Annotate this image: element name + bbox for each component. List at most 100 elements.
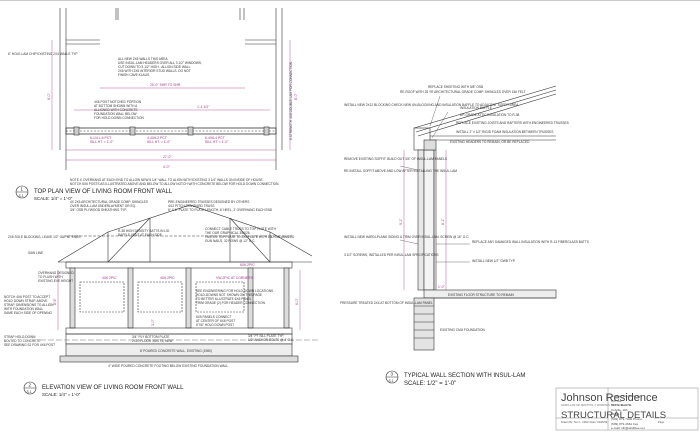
- svg-text:INSTALL 2" x 1/2" RIGID FOAM I: INSTALL 2" x 1/2" RIGID FOAM INSULATION …: [456, 130, 553, 134]
- section-dim-h3: 1'-0": [438, 285, 446, 289]
- svg-text:2X10 FLOOR JOISTS, NEW: 2X10 FLOOR JOISTS, NEW: [132, 339, 173, 343]
- sheet-title: STRUCTURAL DETAILS: [561, 410, 667, 421]
- plan-dim-d6: 8'-0": [294, 92, 298, 100]
- project-name: Johnson Residence: [561, 392, 658, 404]
- svg-text:SILL HT. = 1'-0": SILL HT. = 1'-0": [205, 140, 229, 144]
- svg-text:2X6 WITH 2X6 INTERIOR STUD WAL: 2X6 WITH 2X6 INTERIOR STUD WALLS. DO NOT: [118, 69, 191, 73]
- elev-dim-v3: 3'-0": [151, 318, 155, 326]
- svg-text:6"X6" HOLD DOWN POST: 6"X6" HOLD DOWN POST: [196, 323, 234, 327]
- svg-text:TRIM GRADE (2) FOR HEADER CONN: TRIM GRADE (2) FOR HEADER CONNECTION: [196, 301, 266, 305]
- plan-dim-d2: 1'-1 1/2": [197, 105, 210, 109]
- svg-text:FOR HOLD DOWN CONNECTION: FOR HOLD DOWN CONNECTION: [94, 116, 144, 120]
- svg-text:SEE DRAWING S2 FOR 4X6 POST: SEE DRAWING S2 FOR 4X6 POST: [4, 343, 55, 347]
- contractor-address: Another fine home by: CIH Inc. 537 S. Ma…: [611, 394, 645, 431]
- section-dim-h2: 8'-1": [441, 217, 445, 225]
- svg-text:4/12 PITCH STANDARD TRUSS: 4/12 PITCH STANDARD TRUSS: [168, 204, 214, 208]
- svg-text:SILL HT. = 1'-0": SILL HT. = 1'-0": [147, 140, 171, 144]
- elev-note-batt: R-38 HIGH DENSITY BATTS IN LID BAFFLE VE…: [118, 229, 170, 237]
- plan-note-post: 4X6 POST NOTCHED PORTION AT BOTTOM SHOWN…: [94, 100, 144, 120]
- svg-text:4X6 POST NOTCHED PORTION: 4X6 POST NOTCHED PORTION: [94, 100, 142, 104]
- elev-dim-v2: 6'-0": [295, 297, 299, 305]
- svg-text:REPLACE SHEETING WITH 5/8" OSB: REPLACE SHEETING WITH 5/8" OSB: [428, 85, 483, 89]
- drawn-by: Drawn By: Tom L. Clifton Date: 04/06/09: [561, 421, 608, 424]
- svg-text:NOTCH 6X6 POSTS AS ILLUSTRATED: NOTCH 6X6 POSTS AS ILLUSTRATED ABOVE AND…: [70, 182, 279, 186]
- section-dim-h1: 9'-1": [399, 217, 403, 225]
- elev-note-notch: NOTCH 4X6 POST TO ACCEPT HOLD DOWN STRAP…: [4, 295, 54, 315]
- svg-text:AT BOTTOM SHOWN WITH A: AT BOTTOM SHOWN WITH A: [94, 104, 138, 108]
- svg-text:EXISTING EVE HEIGHT: EXISTING EVE HEIGHT: [38, 279, 73, 283]
- elev-note-deco: PRE-ENGINEERED TRUSSES DESIGNED BY OTHER…: [168, 200, 273, 212]
- svg-text:1/2" ANCHOR BOLTS @ 4' O.C.: 1/2" ANCHOR BOLTS @ 4' O.C.: [248, 338, 294, 342]
- svg-text:STRAP HOLD-DOWN: STRAP HOLD-DOWN: [4, 335, 36, 339]
- plan-dim-d5: 4'-0": [163, 165, 171, 169]
- svg-text:FOUNDATION WALL BELOW: FOUNDATION WALL BELOW: [94, 112, 137, 116]
- section-scale: SCALE: 1/2" = 1'-0": [404, 381, 456, 387]
- svg-text:REMOVE EXISTING SOFFIT. BUILD: REMOVE EXISTING SOFFIT. BUILD OUT 3/4" O…: [344, 157, 447, 161]
- detail-bubble-3: 3 S-1: [385, 370, 399, 384]
- svg-text:S-1: S-1: [19, 194, 24, 198]
- svg-text:SAME EACH SIDE OF OPENING: SAME EACH SIDE OF OPENING: [4, 311, 53, 315]
- plan-dim-d1: 20'-0" SHR TO SHR: [150, 83, 181, 87]
- plan-note-walls: ALL NEW 2X6 WALLS THIS AREA. USE INSUL-L…: [118, 57, 202, 77]
- elevation-title: ELEVATION VIEW OF LIVING ROOM FRONT WALL: [42, 385, 184, 391]
- svg-text:NOTE 4' OVERHANG AT EACH END T: NOTE 4' OVERHANG AT EACH END TO ALLOW NE…: [70, 178, 264, 182]
- svg-text:THE OUR GRAPHICAL 3/8X26.: THE OUR GRAPHICAL 3/8X26.: [205, 231, 251, 235]
- elev-note-pane: 6X5 PANELS CONNECT AT CENTER OF 6X6 POST…: [196, 315, 235, 327]
- top-plan: [51, 8, 291, 170]
- elevation-view: [40, 204, 318, 363]
- svg-text:1: 1: [21, 187, 24, 192]
- svg-text:WITH FOUNDATION WALL: WITH FOUNDATION WALL: [4, 307, 44, 311]
- top-plan-scale: SCALE: 1/4" = 1'-0": [34, 196, 73, 201]
- svg-text:6-1/4 L-6 PCT: 6-1/4 L-6 PCT: [90, 136, 111, 140]
- elevation-scale: SCALE: 1/4" = 1'-0": [42, 392, 81, 397]
- svg-text:R-38 HIGH DENSITY BATTS IN LID: R-38 HIGH DENSITY BATTS IN LID: [118, 229, 170, 233]
- svg-text:STRAP, DIMENSIONS TO ALLIGN: STRAP, DIMENSIONS TO ALLIGN: [4, 303, 54, 307]
- elev-note-top: 4X 2X6 ARCHITECTURAL GRADE COMP. SHINGLE…: [70, 200, 148, 212]
- plan-note-right: 6 STRENGTH 4X8 DOUBLE LAM FOR CONNECTION: [289, 61, 293, 140]
- svg-text:ALLIGNED WITH CONCRETE: ALLIGNED WITH CONCRETE: [94, 108, 138, 112]
- svg-text:NOTCH 4X6 POST TO ACCEPT: NOTCH 4X6 POST TO ACCEPT: [4, 295, 50, 299]
- svg-text:EXISTING FLOOR STRUCTURE TO RE: EXISTING FLOOR STRUCTURE TO REMAIN: [448, 293, 514, 297]
- svg-text:TO FLUSH WITH: TO FLUSH WITH: [38, 275, 63, 279]
- svg-text:OVERHANG DESIGNED: OVERHANG DESIGNED: [38, 271, 74, 275]
- svg-text:TO BETTER ILLUSTRATE 6X6 PANEL: TO BETTER ILLUSTRATE 6X6 PANEL: [196, 297, 252, 301]
- svg-text:PRE-ENGINEERED TRUSSES DESIGNE: PRE-ENGINEERED TRUSSES DESIGNED BY OTHER…: [168, 200, 249, 204]
- elev-note-sill: 3/4" PT SILL PLATE TYP. 1/2" ANCHOR BOLT…: [248, 334, 294, 342]
- svg-text:4X 2X6 ARCHITECTURAL GRADE COM: 4X 2X6 ARCHITECTURAL GRADE COMP. SHINGLE…: [70, 200, 148, 204]
- svg-text:BOLTED TO CONCRETE: BOLTED TO CONCRETE: [4, 339, 40, 343]
- svg-text:4-4X6-2 PCT: 4-4X6-2 PCT: [147, 136, 167, 140]
- plan-note-bottom: NOTE 4' OVERHANG AT EACH END TO ALLOW NE…: [70, 178, 279, 186]
- plan-spans: 6-1/4 L-6 PCT SILL HT. = 1'-0" 4-4X6-2 P…: [90, 136, 229, 144]
- elev-note-lam: 3/4" PLY BOTTOM PLATE 2X10 FLOOR JOISTS,…: [132, 335, 173, 343]
- project-subtitle: HARDI-LAM SIP ADDITION, 2 WINDOWS, REMOD…: [561, 404, 632, 407]
- svg-text:FINISH CAVE KLAUS.: FINISH CAVE KLAUS.: [118, 73, 150, 77]
- elev-note-footing: 4" WIDE POURED CONCRETE FOOTING BELOW EX…: [108, 364, 228, 368]
- elev-note-connect: CONNECT CABLE TRUSS TO TOP PLATE WITH TH…: [205, 227, 295, 243]
- svg-text:EXISTING CMU FOUNDATION: EXISTING CMU FOUNDATION: [440, 328, 485, 332]
- elev-note-saw: SAW LINE: [28, 251, 43, 255]
- svg-text:SILL HT. = 1'-0": SILL HT. = 1'-0": [90, 140, 114, 144]
- svg-text:BAFFLE VENT AT EACH SIDE: BAFFLE VENT AT EACH SIDE: [118, 233, 162, 237]
- svg-text:3: 3: [391, 372, 394, 377]
- detail-bubble-2: 2 S-1: [23, 381, 37, 395]
- svg-text:USE INSUL-LAM HEADERS OVER ALL: USE INSUL-LAM HEADERS OVER ALL 3 1/2" WI…: [118, 61, 202, 65]
- svg-text:RE-ROOF WITH 25 YR ARCHITECTUR: RE-ROOF WITH 25 YR ARCHITECTURAL GRADE C…: [400, 90, 526, 94]
- svg-text:AT CENTER OF 6X6 POST: AT CENTER OF 6X6 POST: [196, 319, 235, 323]
- svg-text:INSULATION BAFFLE: INSULATION BAFFLE: [460, 106, 492, 110]
- svg-text:S-1: S-1: [389, 379, 394, 383]
- svg-text:INSTALL NEW 1/2" GWB TYP.: INSTALL NEW 1/2" GWB TYP.: [472, 259, 515, 263]
- svg-text:S-1: S-1: [27, 390, 32, 394]
- svg-text:3/4" PLY BOTTOM PLATE: 3/4" PLY BOTTOM PLATE: [132, 335, 169, 339]
- svg-text:INSTALL NEW HARDI-PLANK SIDING: INSTALL NEW HARDI-PLANK SIDING & TRIM OV…: [344, 235, 469, 239]
- svg-text:3/4" OSB PLYWOOD SHEATHING TYP: 3/4" OSB PLYWOOD SHEATHING TYP.: [70, 208, 127, 212]
- svg-text:REPLACE EXISTING JOISTS AND RA: REPLACE EXISTING JOISTS AND RAFTERS WITH…: [456, 121, 569, 125]
- title-block-frame: [555, 387, 699, 431]
- svg-text:FASTEN TOP PLATE TO 2X6 PLATE: FASTEN TOP PLATE TO 2X6 PLATE WITH 16D G…: [205, 235, 295, 239]
- top-plan-title: TOP PLAN VIEW OF LIVING ROOM FRONT WALL: [34, 189, 173, 195]
- detail-bubble-1: 1 S-1: [15, 185, 29, 199]
- section-notes: REPLACE SHEETING WITH 5/8" OSB RE-ROOF W…: [340, 85, 589, 332]
- elev-label-2: VW-2PIC AT CORNERS: [216, 276, 253, 280]
- svg-text:3 1/2" SCREWS, INSTALLED PER I: 3 1/2" SCREWS, INSTALLED PER INSUL-LAM S…: [344, 253, 439, 257]
